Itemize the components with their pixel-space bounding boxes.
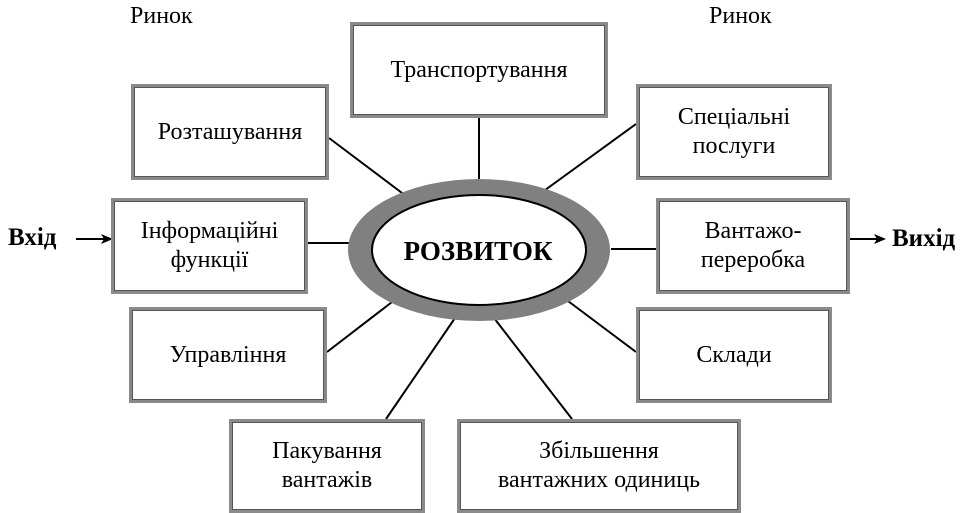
connector-location	[328, 137, 407, 197]
connector-unit-enlargement	[493, 317, 573, 420]
box-info-functions-label: Інформаційні функції	[140, 218, 279, 273]
box-management: Управління	[129, 307, 327, 403]
box-transport: Транспортування	[350, 22, 608, 118]
center-label: РОЗВИТОК	[403, 235, 553, 266]
center-ellipse	[371, 194, 587, 306]
box-warehouses-label: Склади	[696, 341, 772, 368]
box-special-services-label: Спеціальні послуги	[677, 104, 791, 159]
box-cargo-packing-label: Пакування вантажів	[272, 438, 382, 493]
box-location: Розташування	[131, 84, 329, 180]
box-unit-enlargement: Збільшення вантажних одиниць	[457, 419, 741, 513]
output-label: Вихід	[892, 225, 956, 252]
market-label-right: Ринок	[709, 3, 772, 29]
box-management-label: Управління	[169, 341, 287, 368]
connector-special-services	[540, 123, 637, 194]
box-warehouses: Склади	[636, 307, 832, 403]
box-unit-enlargement-label: Збільшення вантажних одиниць	[497, 438, 701, 493]
connector-warehouses	[567, 300, 637, 353]
input-label: Вхід	[8, 224, 57, 251]
box-cargo-handling-label: Вантажо- переробка	[700, 218, 806, 273]
box-info-functions: Інформаційні функції	[111, 198, 308, 294]
box-location-label: Розташування	[157, 118, 303, 145]
market-label-left: Ринок	[130, 3, 193, 29]
connector-cargo-packing	[385, 317, 456, 420]
box-cargo-packing: Пакування вантажів	[229, 419, 425, 513]
box-special-services: Спеціальні послуги	[636, 84, 832, 180]
box-cargo-handling: Вантажо- переробка	[656, 198, 850, 294]
box-transport-label: Транспортування	[390, 56, 568, 83]
connector-management	[326, 301, 393, 353]
